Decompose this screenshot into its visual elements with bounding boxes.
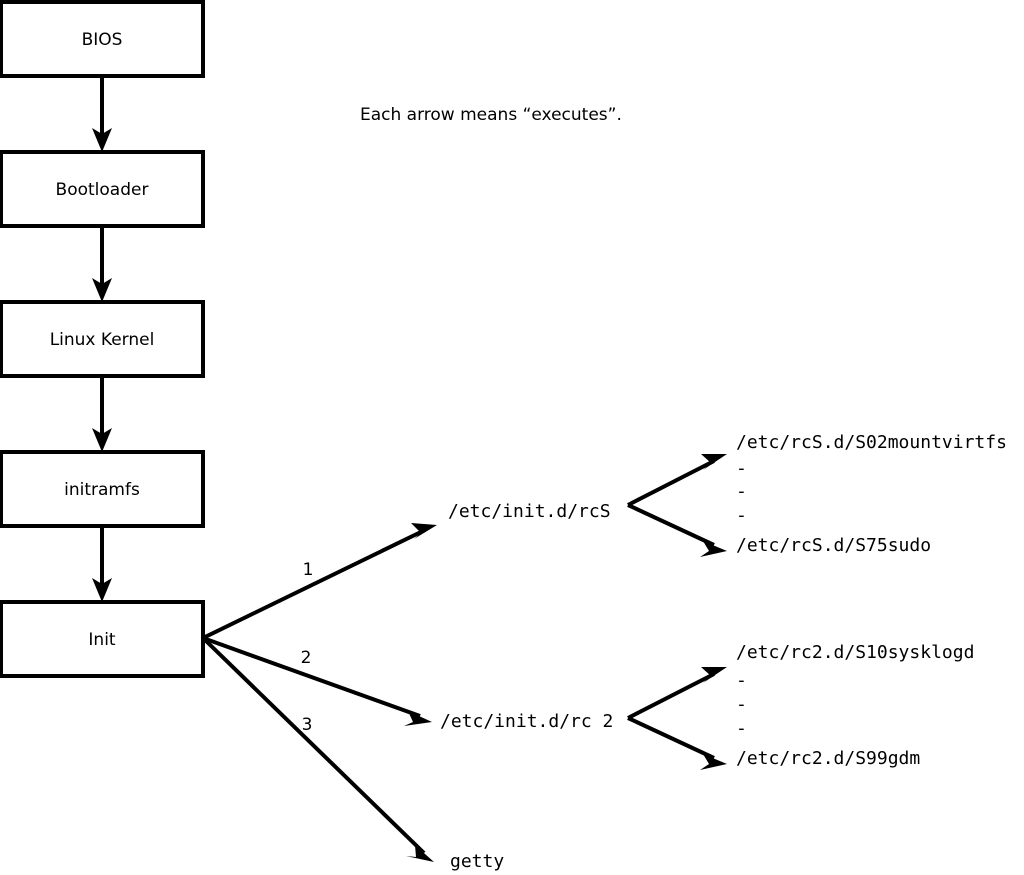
chain-arrow-initramfs-to-init: [92, 526, 112, 602]
node-bios-label: BIOS: [82, 30, 123, 50]
node-initramfs-label: initramfs: [64, 480, 140, 500]
init-branch-arrow-1: [202, 523, 437, 640]
chain-arrow-kernel-to-initramfs: [92, 376, 112, 452]
rcS-fan-arrow-last: [627, 503, 727, 557]
diagram-caption: Each arrow means “executes”.: [360, 105, 622, 125]
rc2-script-last-label: /etc/rc2.d/S99gdm: [736, 748, 920, 769]
node-bootloader-label: Bootloader: [56, 180, 149, 200]
edge-order-label-2: 2: [301, 648, 312, 668]
rc2-fan-arrow-last: [627, 716, 727, 770]
rcS-fan-arrow-first: [627, 454, 727, 507]
rc2-ellipsis-dash-3: -: [736, 718, 747, 739]
rc2-ellipsis-dash-1: -: [736, 670, 747, 691]
branch-label-getty: getty: [450, 851, 504, 872]
rcS-ellipsis-dash-2: -: [736, 481, 747, 502]
branch-label-rc2: /etc/init.d/rc 2: [440, 711, 613, 732]
branch-label-rcS: /etc/init.d/rcS: [448, 501, 611, 522]
chain-arrow-bios-to-bootloader: [92, 76, 112, 152]
init-branch-arrow-2: [202, 636, 432, 726]
rc2-ellipsis-dash-2: -: [736, 694, 747, 715]
node-init[interactable]: Init: [0, 600, 205, 678]
node-linux-kernel[interactable]: Linux Kernel: [0, 300, 205, 378]
node-init-label: Init: [88, 630, 116, 650]
rcS-ellipsis-dash-1: -: [736, 458, 747, 479]
rc2-script-first-label: /etc/rc2.d/S10sysklogd: [736, 642, 974, 663]
edge-order-label-1: 1: [303, 560, 314, 580]
node-initramfs[interactable]: initramfs: [0, 450, 205, 528]
rcS-script-first-label: /etc/rcS.d/S02mountvirtfs: [736, 432, 1007, 453]
node-bios[interactable]: BIOS: [0, 0, 205, 78]
rc2-fan-arrow-first: [627, 667, 727, 720]
rcS-ellipsis-dash-3: -: [736, 505, 747, 526]
rcS-script-last-label: /etc/rcS.d/S75sudo: [736, 535, 931, 556]
node-linux-kernel-label: Linux Kernel: [50, 330, 155, 350]
chain-arrow-bootloader-to-kernel: [92, 226, 112, 302]
init-branch-arrow-3: [201, 636, 434, 862]
edge-order-label-3: 3: [302, 715, 313, 735]
node-bootloader[interactable]: Bootloader: [0, 150, 205, 228]
